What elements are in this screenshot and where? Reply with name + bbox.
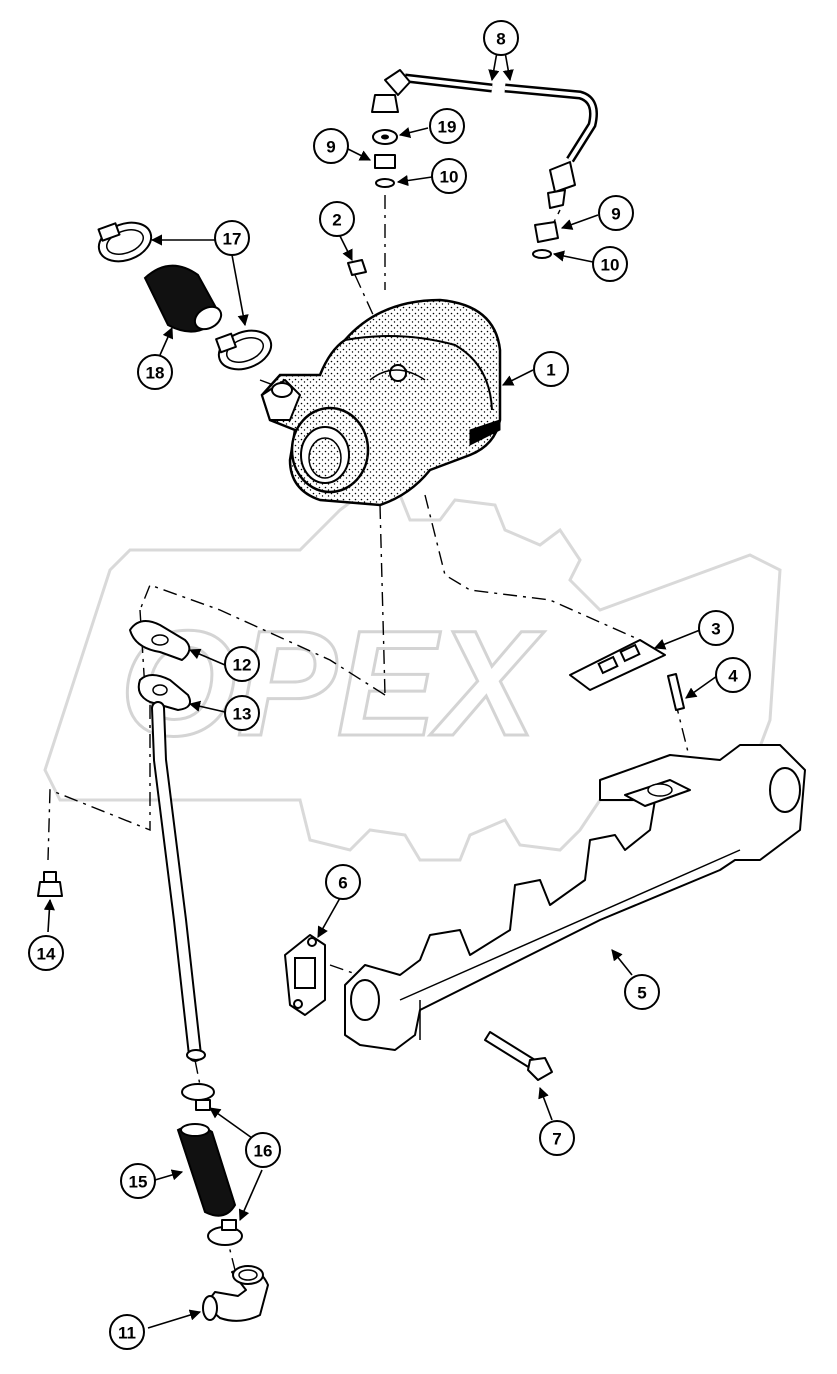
turbo-gasket: [569, 639, 666, 691]
callout-8-label: 8: [496, 30, 505, 49]
callout-17: 17: [214, 220, 250, 256]
callout-14-label: 14: [37, 945, 56, 964]
callout-1-label: 1: [546, 361, 555, 380]
hose-clamp-upper: [97, 221, 153, 263]
callout-13: 13: [224, 695, 260, 731]
callout-15: 15: [120, 1163, 156, 1199]
callout-10-right-label: 10: [601, 256, 620, 275]
callout-1: 1: [533, 351, 569, 387]
callouts: 8 19 9 10 9 10 2 17: [28, 20, 751, 1350]
callout-4-label: 4: [728, 667, 738, 686]
callout-9-top-label: 9: [326, 138, 335, 157]
oil-drain-tube: [151, 701, 206, 1062]
callout-2: 2: [319, 201, 355, 237]
callout-10-right: 10: [592, 246, 628, 282]
callout-5: 5: [624, 974, 660, 1010]
callout-18: 18: [137, 354, 173, 390]
callout-13-label: 13: [233, 705, 252, 724]
callout-5-label: 5: [637, 984, 646, 1003]
callout-11-label: 11: [118, 1324, 136, 1343]
watermark-text: OPEX: [120, 599, 545, 767]
callout-16: 16: [245, 1132, 281, 1168]
callout-3-label: 3: [711, 620, 720, 639]
hose-clamp-lower: [215, 329, 273, 371]
callout-18-label: 18: [146, 364, 165, 383]
callout-10-top: 10: [431, 158, 467, 194]
leader-lines: [43, 51, 718, 1329]
callout-6-label: 6: [338, 874, 347, 893]
callout-14: 14: [28, 935, 64, 971]
callout-3: 3: [698, 610, 734, 646]
exhaust-manifold: [344, 744, 806, 1051]
drain-clamp-upper: [181, 1083, 215, 1111]
oil-feed-line: [371, 69, 598, 209]
callout-6: 6: [325, 864, 361, 900]
turbocharger: [260, 298, 502, 507]
callout-16-label: 16: [254, 1142, 273, 1161]
watermark: OPEX: [43, 493, 782, 862]
callout-17-label: 17: [223, 230, 242, 249]
callout-12-label: 12: [233, 656, 252, 675]
intake-hose: [143, 264, 223, 333]
callout-10-top-label: 10: [440, 168, 459, 187]
callout-19: 19: [429, 108, 465, 144]
drain-elbow: [202, 1265, 269, 1322]
drain-clamp-lower: [207, 1219, 243, 1246]
callout-12: 12: [224, 646, 260, 682]
callout-11: 11: [109, 1314, 145, 1350]
fitting-stack-top: [372, 129, 398, 188]
callout-9-top: 9: [313, 128, 349, 164]
callout-9-right: 9: [598, 195, 634, 231]
fitting-stack-right: [532, 221, 559, 259]
callout-15-label: 15: [129, 1173, 148, 1192]
callout-7-label: 7: [552, 1130, 561, 1149]
callout-4: 4: [715, 657, 751, 693]
drain-hose: [176, 1123, 237, 1217]
callout-2-label: 2: [332, 211, 341, 230]
callout-9-right-label: 9: [611, 205, 620, 224]
callout-7: 7: [539, 1120, 575, 1156]
manifold-bolt: [484, 1031, 553, 1081]
callout-8: 8: [483, 20, 519, 56]
watermark-gear-outline: [43, 493, 782, 862]
manifold-gasket: [284, 934, 326, 1016]
callout-19-label: 19: [438, 118, 457, 137]
stud: [667, 673, 685, 711]
bolt-small: [37, 871, 63, 897]
plug-part: [347, 259, 367, 276]
